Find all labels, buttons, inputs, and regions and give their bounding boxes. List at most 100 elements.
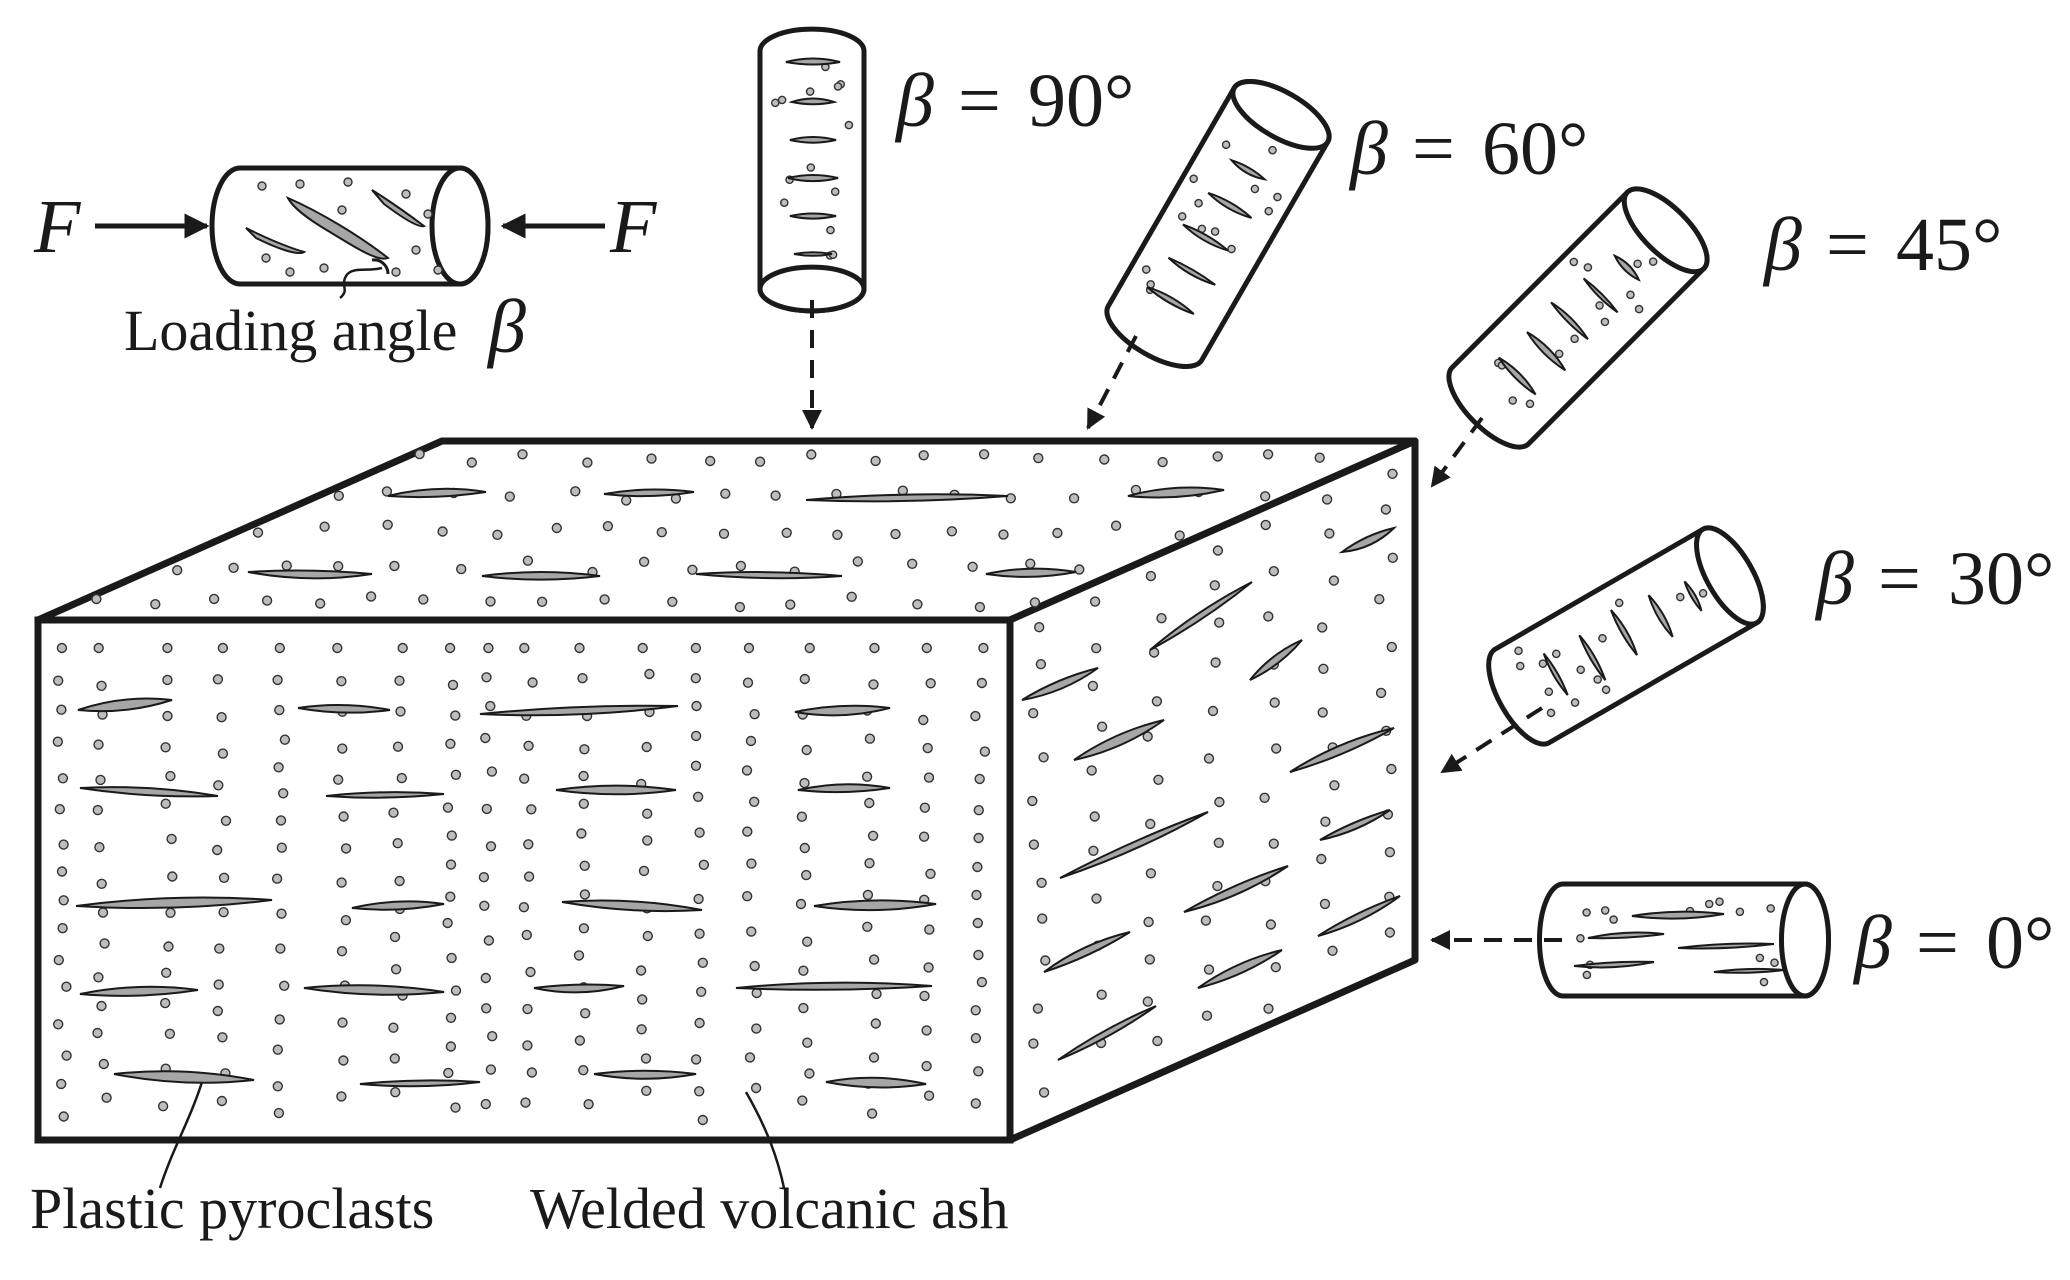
pyroclast <box>1677 942 1775 950</box>
ash-dot <box>974 773 985 785</box>
pyroclast <box>1228 158 1268 181</box>
ash-dot <box>338 1055 349 1066</box>
ash-dot <box>217 1032 228 1043</box>
ash-dot <box>1029 597 1041 608</box>
ash-dot <box>517 449 528 460</box>
ash-dot <box>919 802 931 813</box>
ash-dot <box>1582 970 1592 980</box>
orientation-symbol: β <box>894 59 934 143</box>
ash-dot <box>208 593 220 605</box>
ash-dot <box>735 560 747 572</box>
orientation-symbol: β <box>1852 901 1892 985</box>
ash-dot <box>864 797 875 809</box>
pyroclasts-label: Plastic pyroclasts <box>30 1176 434 1241</box>
ash-dot <box>480 1098 491 1110</box>
ash-dot <box>806 449 817 460</box>
ash-dot <box>163 941 174 952</box>
specimen-45 <box>1446 186 1710 450</box>
ash-dot <box>390 964 402 975</box>
pyroclast <box>1021 667 1099 701</box>
ash-dot <box>749 709 760 720</box>
ash-dot <box>343 177 353 187</box>
ash-dot <box>921 1060 932 1072</box>
ash-dot <box>390 1086 401 1098</box>
ash-dot <box>890 528 901 540</box>
ash-dot <box>576 828 587 839</box>
specimen-30 <box>1486 525 1766 747</box>
ash-dot <box>1227 244 1236 254</box>
ash-dot <box>1582 908 1591 917</box>
ash-dot <box>832 529 843 540</box>
ash-dot <box>332 642 343 654</box>
ash-dot <box>1508 396 1518 405</box>
ash-dot <box>1260 519 1271 531</box>
ash-dot <box>1088 845 1099 856</box>
ash-dot <box>278 788 289 799</box>
ash-dot <box>101 1092 112 1103</box>
ash-dot <box>868 1052 880 1063</box>
ash-dot <box>868 954 880 965</box>
orientation-equals: = <box>1412 107 1455 191</box>
ash-dot <box>746 858 757 869</box>
specimen-60 <box>1104 78 1332 369</box>
ash-dot <box>974 601 986 613</box>
ash-dot <box>1189 174 1198 184</box>
ash-dot <box>970 1098 981 1109</box>
ash-dot <box>798 965 809 976</box>
ash-dot <box>1096 721 1108 732</box>
ash-dot <box>638 556 650 567</box>
ash-dot <box>871 988 882 1000</box>
ash-dot <box>1387 552 1399 563</box>
ash-dot <box>946 526 958 537</box>
ash-dot <box>397 642 408 654</box>
specimen-dots <box>257 177 443 277</box>
ash-dot <box>641 741 652 753</box>
ash-dot <box>578 770 589 782</box>
pyroclast <box>79 985 199 997</box>
ash-dot <box>971 889 982 901</box>
orientation-symbol: β <box>1762 203 1802 287</box>
ash-dot <box>797 1095 808 1106</box>
pyroclast <box>1319 809 1391 841</box>
pyroclast <box>805 493 1009 503</box>
ash-dot <box>274 642 285 654</box>
ash-dot <box>1576 665 1586 675</box>
ash-dot <box>319 521 330 532</box>
ash-dot <box>394 675 405 686</box>
ash-dot <box>799 842 810 854</box>
pyroclast <box>1059 811 1209 879</box>
ash-dot <box>445 738 456 749</box>
specimen-clast <box>371 189 427 228</box>
pyroclast <box>1582 277 1619 314</box>
ash-dot <box>1210 227 1220 236</box>
ash-dot <box>866 1108 878 1119</box>
ash-dot <box>635 965 647 976</box>
pyroclast <box>479 704 679 717</box>
ash-dot <box>599 594 610 605</box>
ash-dot <box>1328 575 1340 586</box>
ash-dot <box>912 599 923 610</box>
ash-dot <box>392 741 404 752</box>
ash-dot <box>162 674 173 686</box>
ash-dot <box>923 1090 935 1101</box>
ash-dot <box>442 917 453 929</box>
ash-dot <box>1698 589 1708 598</box>
ash-dot <box>338 811 349 822</box>
ash-dot <box>799 777 810 789</box>
ash-dot <box>1569 257 1579 267</box>
pyroclast <box>787 174 839 183</box>
ash-dot <box>973 805 984 816</box>
ash-dot <box>165 770 176 782</box>
ash-dot <box>697 957 708 968</box>
specimen-end-face <box>429 165 491 287</box>
orientation-label-45: β = 45° <box>1762 203 2002 287</box>
ash-dot <box>696 986 707 997</box>
ash-dot <box>868 679 879 690</box>
ash-dot <box>869 642 880 654</box>
ash-dot <box>754 456 766 467</box>
ash-dot <box>918 450 929 461</box>
ash-dot <box>53 954 64 966</box>
ash-dot <box>1259 792 1270 803</box>
ash-dot <box>741 765 753 776</box>
